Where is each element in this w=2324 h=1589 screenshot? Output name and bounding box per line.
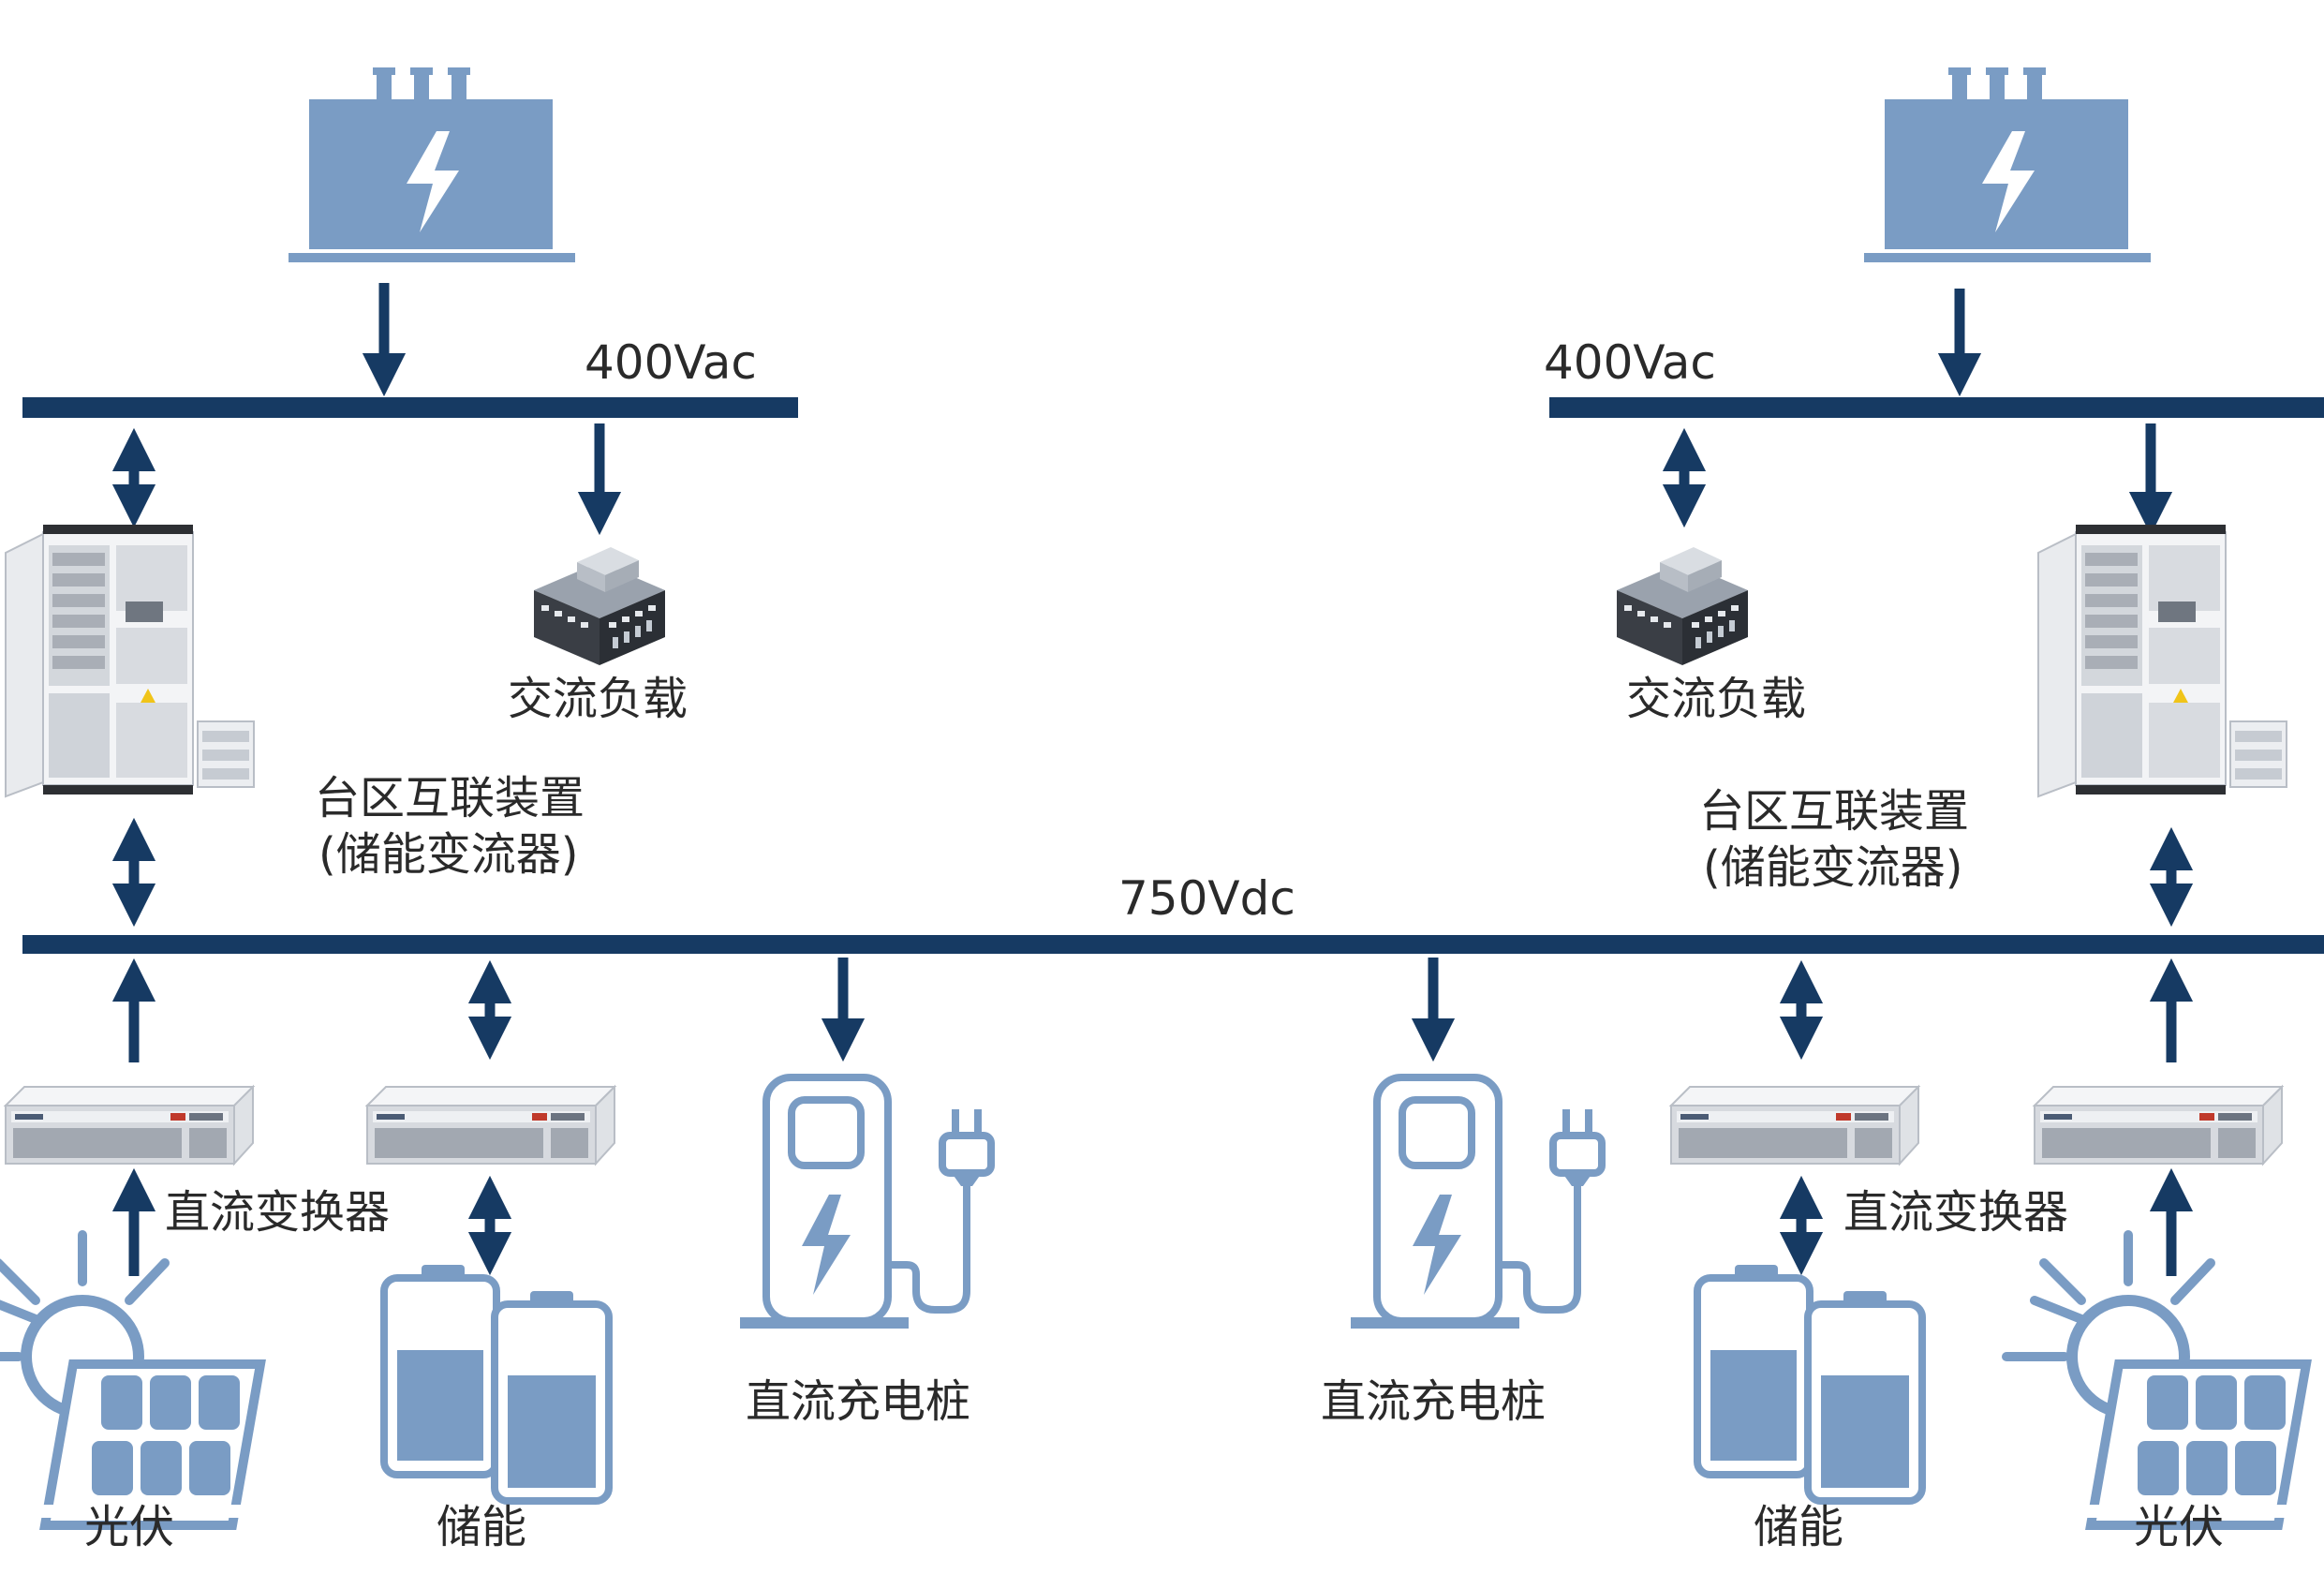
interconnect-cabinet-left [5,524,255,797]
transformer-left-icon [289,67,575,262]
ac-bus-right [1549,397,2324,418]
interconnect-left-label-2: (储能变流器) [318,828,578,881]
pv-right-icon [2006,1235,2312,1525]
charger-right-icon [1351,1077,1602,1329]
storage-right-icon [1697,1265,1922,1501]
ac-bus-left [22,397,798,418]
interconnect-right-label-2: (储能变流器) [1703,841,1962,894]
dc-bus-label: 750Vdc [1118,871,1295,926]
dc-bus [22,935,2324,954]
pv-left-label: 光伏 [84,1501,174,1553]
interconnect-cabinet-right [2037,524,2287,797]
ac-load-left-label: 交流负载 [508,673,688,725]
dc-converter-storage-left [366,1086,615,1165]
ac-bus-right-label: 400Vac [1544,335,1716,390]
dc-converter-storage-right [1670,1086,1919,1165]
ac-load-left-icon [534,547,665,665]
pv-left-icon [0,1235,266,1525]
charger-left-label: 直流充电桩 [746,1375,970,1428]
storage-right-label: 储能 [1754,1501,1843,1553]
charger-left-icon [740,1077,991,1329]
interconnect-right-label-1: 台区互联装置 [1699,785,1969,838]
dc-converter-pv-right [2034,1086,2283,1165]
pv-right-label: 光伏 [2134,1501,2224,1553]
ac-load-right-label: 交流负载 [1626,673,1806,725]
transformer-right-icon [1864,67,2151,262]
dc-converter-right-label: 直流变换器 [1843,1186,2068,1239]
ac-load-right-icon [1617,547,1748,665]
dc-converter-pv-left [5,1086,254,1165]
interconnect-left-label-1: 台区互联装置 [315,772,585,824]
storage-left-label: 储能 [437,1501,526,1553]
ac-bus-left-label: 400Vac [585,335,757,390]
dc-converter-left-label: 直流变换器 [165,1186,390,1239]
storage-left-icon [384,1265,609,1501]
charger-right-label: 直流充电桩 [1321,1375,1546,1428]
